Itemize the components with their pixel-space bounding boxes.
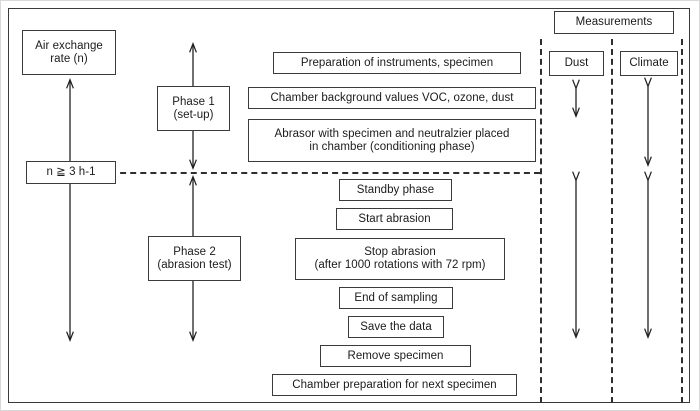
phase2-step-box-2: Start abrasion (336, 208, 453, 230)
measurements-divider-left (540, 39, 542, 403)
phase2-step-label-6: Remove specimen (347, 349, 444, 362)
phase-1-label: Phase 1 (set-up) (172, 95, 215, 121)
measurement-column-label-climate: Climate (629, 57, 669, 69)
phase2-step-box-4: End of sampling (339, 287, 453, 309)
phase-2-label: Phase 2 (abrasion test) (157, 245, 232, 271)
phase1-step-label-1: Preparation of instruments, specimen (300, 56, 494, 69)
measurements-divider-right (681, 39, 683, 403)
phase1-step-box-2: Chamber background values VOC, ozone, du… (248, 87, 536, 109)
measurements-header-box: Measurements (554, 11, 674, 34)
phase1-step-box-3: Abrasor with specimen and neutralzier pl… (248, 119, 536, 162)
phase2-step-label-2: Start abrasion (358, 212, 431, 225)
phase2-step-box-7: Chamber preparation for next specimen (272, 374, 517, 396)
phase1-step-label-3: Abrasor with specimen and neutralzier pl… (274, 127, 510, 153)
measurement-column-box-climate: Climate (620, 51, 678, 76)
phase-2-box: Phase 2 (abrasion test) (148, 236, 241, 281)
measurement-column-label-dust: Dust (564, 57, 589, 69)
phase2-step-box-3: Stop abrasion (after 1000 rotations with… (295, 238, 505, 280)
measurements-divider-middle (611, 39, 613, 403)
phase2-step-box-1: Standby phase (339, 179, 452, 201)
air-exchange-rate-label: Air exchange rate (n) (35, 39, 103, 65)
phase1-step-box-1: Preparation of instruments, specimen (273, 52, 521, 74)
phase2-step-label-7: Chamber preparation for next specimen (292, 378, 497, 391)
phase-1-box: Phase 1 (set-up) (157, 86, 230, 131)
phase2-step-label-3: Stop abrasion (after 1000 rotations with… (314, 246, 486, 271)
phase2-step-box-6: Remove specimen (320, 345, 471, 367)
phase2-step-label-1: Standby phase (356, 183, 435, 196)
phase2-step-box-5: Save the data (348, 316, 444, 338)
measurements-header-label: Measurements (575, 16, 653, 28)
phase2-step-label-4: End of sampling (354, 291, 438, 304)
phase-divider-dashed-line (110, 172, 540, 174)
phase2-step-label-5: Save the data (360, 320, 432, 333)
air-exchange-condition-box: n ≧ 3 h-1 (26, 161, 116, 184)
air-exchange-condition-label: n ≧ 3 h-1 (46, 166, 96, 178)
phase1-step-label-2: Chamber background values VOC, ozone, du… (270, 91, 514, 104)
measurement-column-box-dust: Dust (549, 51, 604, 76)
air-exchange-rate-box: Air exchange rate (n) (22, 30, 116, 75)
